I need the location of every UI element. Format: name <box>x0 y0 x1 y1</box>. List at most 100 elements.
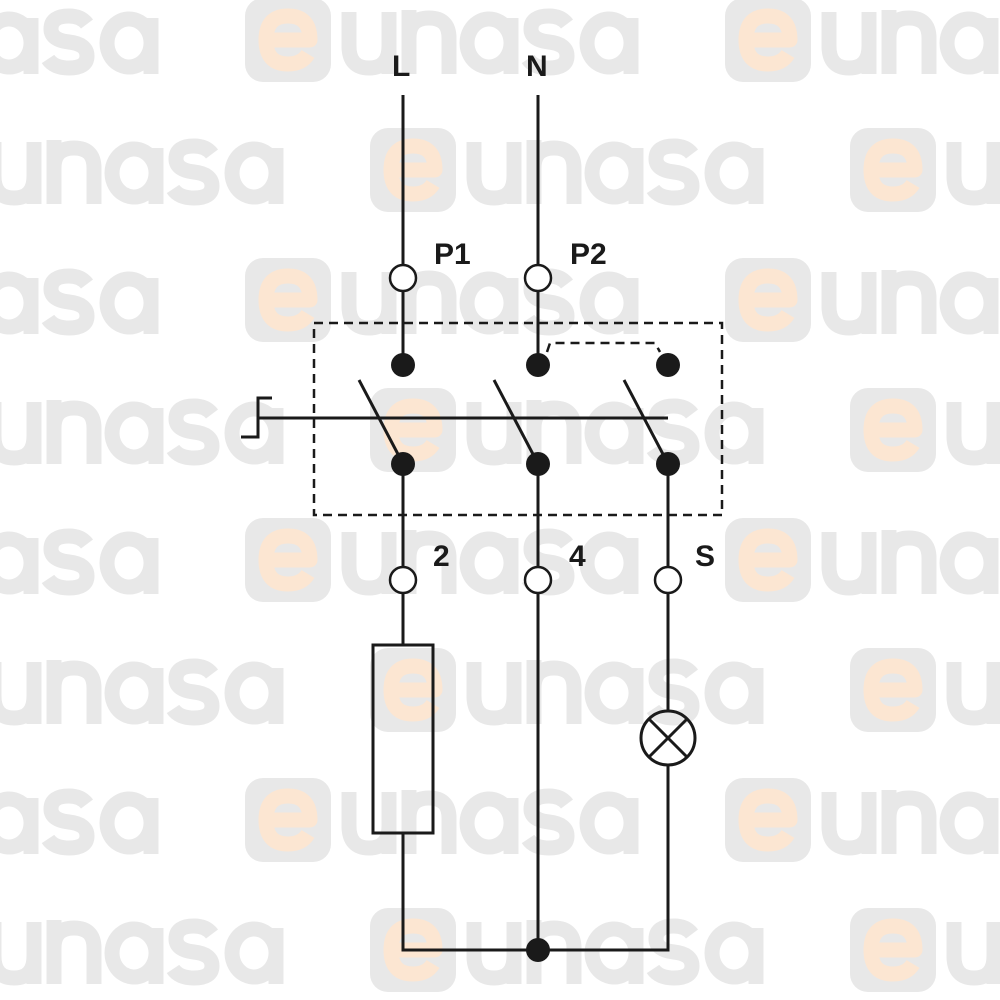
watermark-glyph-a <box>0 791 39 855</box>
watermark-glyph-a <box>459 531 519 595</box>
watermark-glyph-u <box>821 792 877 856</box>
watermark-logo <box>0 528 159 596</box>
watermark-glyph-s <box>41 8 95 76</box>
terminal-p1 <box>388 263 418 293</box>
watermark-glyph-a <box>0 531 39 595</box>
watermark-glyph-e <box>258 788 318 852</box>
watermark-glyph-u <box>0 662 42 726</box>
watermark-glyph-e <box>258 8 318 72</box>
label-2: 2 <box>433 540 450 573</box>
watermark-glyph-e <box>383 658 443 722</box>
watermark-glyph-n <box>401 10 457 74</box>
watermark-logo <box>0 8 159 76</box>
watermark-glyph-a <box>104 921 164 985</box>
watermark-glyph-u <box>466 922 522 986</box>
internal-bridge <box>545 341 662 353</box>
watermark-logo <box>850 388 1000 472</box>
watermark-glyph-s <box>41 268 95 336</box>
watermark-glyph-e <box>863 658 923 722</box>
watermark-glyph-a <box>579 531 639 595</box>
watermark-glyph-a <box>704 921 764 985</box>
watermark-logo <box>370 128 764 212</box>
watermark-logo <box>0 658 284 726</box>
watermark-glyph-a <box>99 791 159 855</box>
watermark-glyph-s <box>166 918 220 986</box>
terminal-2 <box>388 565 418 595</box>
watermark-glyph-a <box>99 271 159 335</box>
watermark-glyph-e <box>738 8 798 72</box>
watermark-glyph-a <box>224 141 284 205</box>
watermark-glyph-u <box>821 12 877 76</box>
label-4: 4 <box>569 540 586 573</box>
watermark-glyph-u <box>0 402 42 466</box>
watermark-glyph-n <box>401 790 457 854</box>
watermark-glyph-a <box>104 661 164 725</box>
watermark-glyph-e <box>738 528 798 592</box>
watermark-glyph-u <box>0 142 42 206</box>
watermark-glyph-a <box>224 661 284 725</box>
watermark-glyph-a <box>104 141 164 205</box>
watermark-glyph-u <box>821 532 877 596</box>
watermark-glyph-n <box>881 790 937 854</box>
watermark-glyph-n <box>526 660 582 724</box>
watermark-glyph-a <box>224 921 284 985</box>
watermark-glyph-n <box>881 10 937 74</box>
watermark-glyph-s <box>166 398 220 466</box>
watermark-glyph-s <box>521 788 575 856</box>
watermark-glyph-e <box>863 138 923 202</box>
watermark-logo <box>245 0 639 82</box>
watermark-glyph-s <box>166 138 220 206</box>
watermark-glyph-a <box>584 921 644 985</box>
contact-top-1 <box>391 353 415 377</box>
watermark-glyph-a <box>939 791 999 855</box>
watermark-glyph-u <box>946 662 1000 726</box>
watermark-glyph-a <box>939 11 999 75</box>
watermark-glyph-s <box>41 788 95 856</box>
watermark-glyph-e <box>738 268 798 332</box>
junction-dot <box>526 938 550 962</box>
watermark-glyph-u <box>821 272 877 336</box>
watermark-glyph-a <box>704 141 764 205</box>
watermark-glyph-u <box>466 142 522 206</box>
watermark-logo <box>850 648 1000 732</box>
watermark-glyph-u <box>946 142 1000 206</box>
watermark-logo <box>370 388 764 472</box>
watermark-glyph-n <box>46 660 102 724</box>
watermark-glyph-a <box>579 11 639 75</box>
terminal-p2 <box>523 263 553 293</box>
watermark-logo <box>0 268 159 336</box>
heater-resistor <box>371 643 435 835</box>
watermark-glyph-e <box>383 918 443 982</box>
watermark-glyph-u <box>946 922 1000 986</box>
watermark-glyph-e <box>738 788 798 852</box>
watermark-glyph-e <box>863 918 923 982</box>
watermark-glyph-u <box>466 662 522 726</box>
watermark-glyph-s <box>41 528 95 596</box>
watermark-glyph-a <box>704 661 764 725</box>
watermark-glyph-n <box>881 530 937 594</box>
label-n: N <box>526 50 548 83</box>
watermark-glyph-u <box>946 402 1000 466</box>
terminal-s <box>653 565 683 595</box>
watermark-glyph-a <box>939 531 999 595</box>
watermark-logo <box>0 788 159 856</box>
watermark-logo <box>725 518 999 602</box>
label-l: L <box>392 50 410 83</box>
watermark-logo <box>0 918 284 986</box>
watermark-glyph-s <box>166 658 220 726</box>
contact-top-3 <box>656 353 680 377</box>
terminal-4 <box>523 565 553 595</box>
watermark-glyph-a <box>99 11 159 75</box>
watermark-logo <box>725 258 999 342</box>
watermark-glyph-s <box>646 138 700 206</box>
watermark-logo <box>850 908 1000 992</box>
watermark-glyph-u <box>341 532 397 596</box>
actuator-symbol <box>241 396 272 439</box>
watermark-glyph-e <box>863 398 923 462</box>
watermark-glyph-u <box>341 12 397 76</box>
watermark-glyph-n <box>46 920 102 984</box>
watermark-glyph-a <box>0 11 39 75</box>
watermark-logo <box>245 778 639 862</box>
watermark-glyph-a <box>584 661 644 725</box>
